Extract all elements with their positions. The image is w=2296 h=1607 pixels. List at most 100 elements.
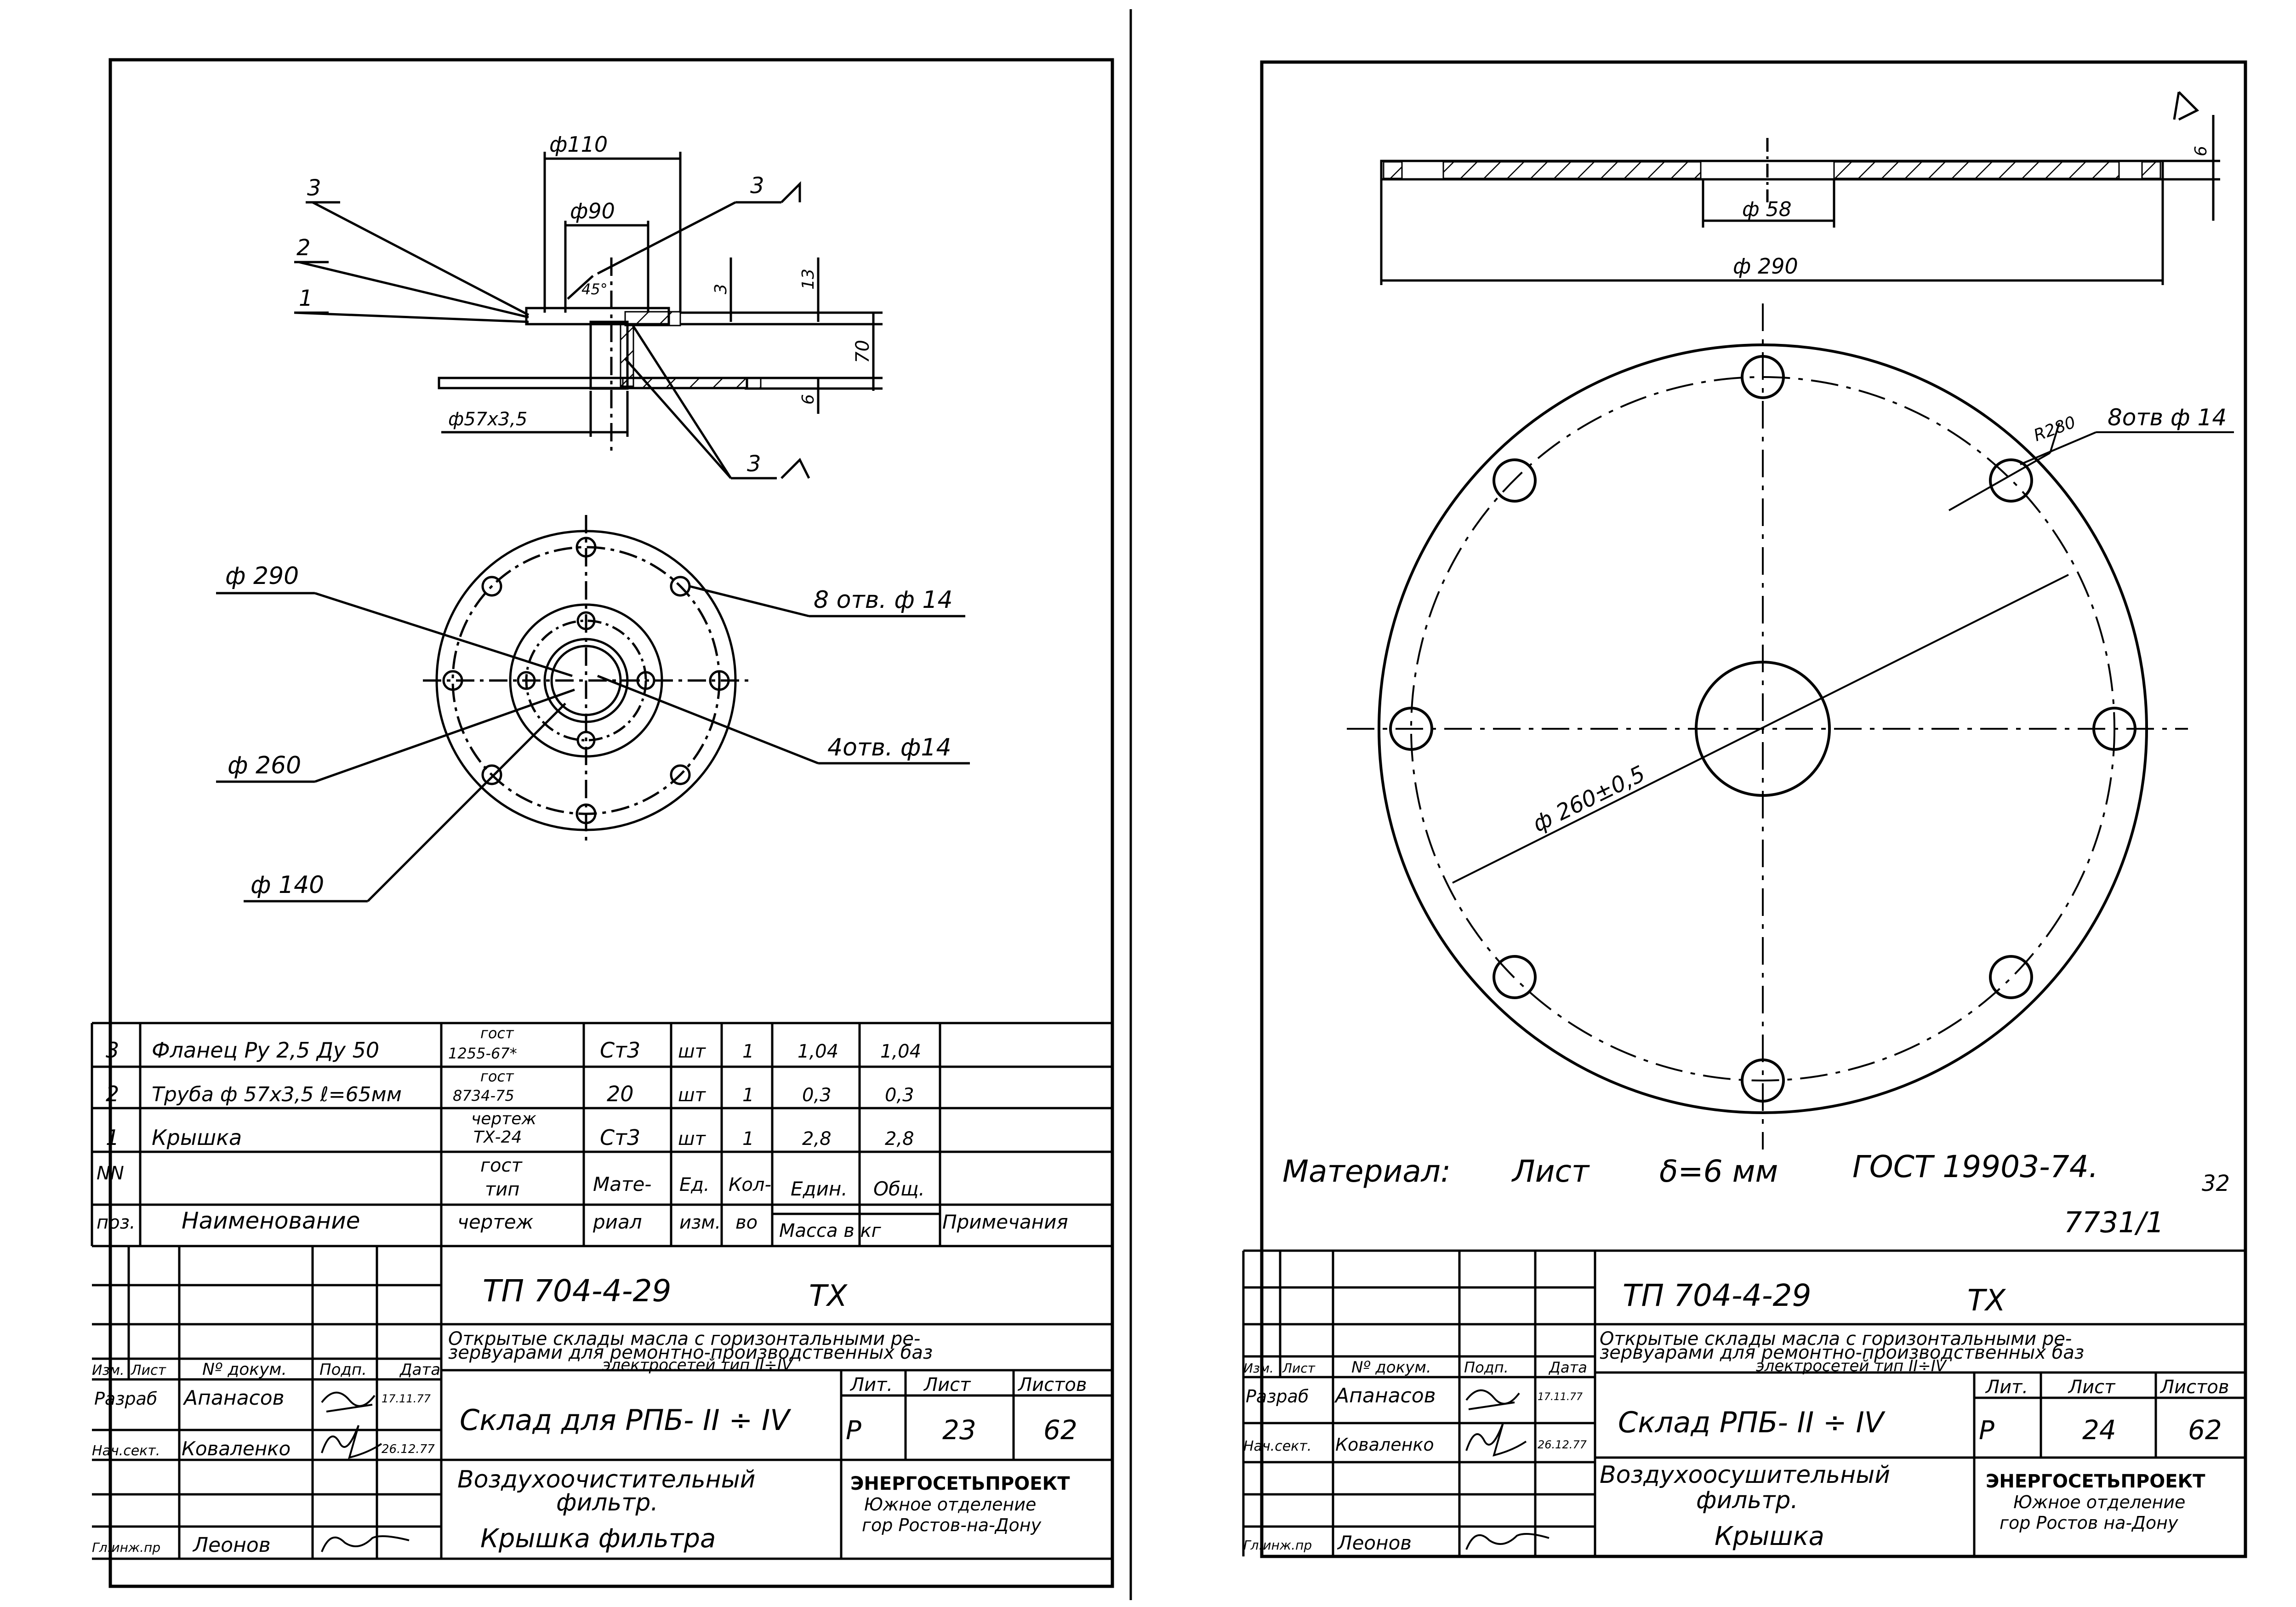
right-sheet-frame [1260,60,2247,1558]
right-org-2: Южное отделение [2013,1492,2185,1512]
spec-r3-m1: 2,8 [802,1128,832,1149]
left-drawing-2: фильтр. [556,1489,658,1516]
left-org-3: гор Ростов-на-Дону [862,1515,1042,1535]
left-hdr-doc: Nº докум. [202,1360,287,1379]
signature-apanasov-right [1465,1389,1520,1410]
right-project-3: электросетей тип II÷IV [1756,1357,1948,1375]
left-org-2: Южное отделение [864,1494,1036,1515]
spec-r1-name: Фланец Ру 2,5 Ду 50 [152,1038,379,1063]
right-sheet-num: 24 [2082,1414,2116,1446]
spec-r1-unit: шт [678,1041,706,1062]
right-sheets-num: 62 [2188,1414,2222,1446]
left-r3-role: Гл.инж.пр [92,1540,160,1555]
right-project-2: зервуарами для ремонтно-производственных… [1600,1342,2084,1363]
dim-d110: ф110 [549,132,608,157]
spec-r2-m1: 0,3 [802,1085,832,1106]
page-mark: 32 [2202,1171,2230,1196]
right-project-1: Открытые склады масла с горизонтальными … [1600,1328,2072,1350]
right-lit-label: Лит. [1985,1377,2028,1398]
dim-6: 6 [799,394,818,405]
spec-table [91,1022,1112,1247]
right-hdr-sign: Подп. [1464,1359,1509,1376]
spec-r2-name: Труба ф 57х3,5 ℓ=65мм [152,1083,402,1106]
right-hdr-izm: Изм. [1243,1361,1274,1376]
right-org-3: гор Ростов на-Дону [2000,1513,2178,1533]
left-drawing-3: Крышка фильтра [480,1524,716,1554]
signature-apanasov [321,1391,376,1413]
right-object: Склад РПБ- II ÷ IV [1618,1406,1886,1439]
dim-d90: ф90 [570,199,615,223]
spec-head-unit2: изм. [679,1212,721,1233]
weld-top-label: 3 [750,173,764,199]
plan-d260: ф 260 [228,752,301,779]
right-d58: ф 58 [1742,198,1792,221]
spec-r3-doc1: чертеж [471,1109,536,1128]
left-r2-date: 26.12.77 [382,1442,435,1456]
right-d290-section: ф 290 [1733,254,1798,279]
left-r1-role: Разраб [94,1389,157,1409]
left-object: Склад для РПБ- II ÷ IV [460,1403,792,1437]
dim-70: 70 [852,340,873,363]
spec-r3-unit: шт [678,1128,706,1149]
spec-r1-pos: 3 [106,1038,119,1063]
spec-head-mat2: риал [593,1211,642,1233]
left-project-3: электросетей тип II÷IV [602,1356,794,1374]
left-code: ТП 704-4-29 [483,1273,672,1309]
spec-r1-m1: 1,04 [798,1041,838,1062]
right-r2-role: Нач.сект. [1243,1438,1311,1454]
right-code-suffix: ТХ [1967,1284,2006,1318]
left-hdr-izm: Изм. [92,1362,125,1378]
left-sheet-label: Лист [923,1374,971,1395]
left-r3-name: Леонов [192,1533,271,1557]
leader-1: 1 [299,286,313,311]
spec-r3-pos: 1 [106,1125,119,1150]
inventory-number: 7731/1 [2064,1206,2164,1239]
material-label: Материал: [1282,1154,1451,1189]
pipe-hatch [620,323,634,387]
right-title-block [1242,1249,2245,1556]
left-drawing-1: Воздухоочистительный [457,1466,755,1493]
right-code: ТП 704-4-29 [1623,1278,1812,1313]
right-r1-role: Разраб [1246,1386,1309,1407]
spec-head-mass: Масса в кг [779,1220,882,1241]
spec-r1-doc2: 1255-67* [448,1045,517,1062]
right-thickness: 6 [2192,146,2211,156]
signature-leonov-right [1465,1533,1550,1550]
material-delta: δ=6 мм [1659,1154,1778,1189]
spec-head-doc3: чертеж [457,1211,534,1233]
left-r1-date: 17.11.77 [382,1392,431,1405]
plan-d290: ф 290 [225,562,299,590]
dim-d57: ф57х3,5 [448,409,527,430]
spec-r3-qty: 1 [742,1128,754,1149]
spec-head-pos2: поз. [97,1212,136,1233]
plan-holes8: 8 отв. ф 14 [814,586,953,614]
spec-r3-m2: 2,8 [885,1128,914,1149]
signature-kovalenko-right [1465,1423,1527,1457]
spec-head-unit1: Ед. [679,1174,710,1195]
plan-d140: ф 140 [251,871,324,899]
spec-r1-doc1: гост [480,1024,514,1042]
left-hdr-date: Дата [399,1361,440,1379]
spec-r2-doc2: 8734-75 [453,1087,514,1104]
right-sheet: ф 58 ф 290 6 R280 8отв ф 14 ф 260±0,5 Ма… [1242,60,2247,1558]
left-lit: Р [846,1416,861,1446]
right-sheet-label: Лист [2068,1377,2116,1398]
signature-kovalenko [321,1425,382,1459]
spec-r3-doc2: ТХ-24 [473,1128,522,1147]
right-r1-date: 17.11.77 [1538,1391,1583,1403]
material-sheet: Лист [1511,1154,1590,1189]
left-hdr-list: Лист [131,1362,167,1378]
right-holes8: 8отв ф 14 [2108,404,2227,431]
left-sheet: ф110 ф90 ф57х3,5 45° 3 3 3 2 1 3 13 70 6 [91,58,1114,1588]
right-hdr-date: Дата [1548,1359,1587,1376]
right-r3-role: Гл.инж.пр [1243,1538,1312,1553]
spec-r1-m2: 1,04 [880,1041,921,1062]
spec-r1-mat: Ст3 [600,1038,640,1063]
spec-r2-qty: 1 [742,1085,754,1106]
right-org-1: ЭНЕРГОСЕТЬПРОЕКТ [1986,1471,2205,1492]
spec-head-name: Наименование [182,1207,360,1234]
spec-head-m2: Общ. [873,1178,925,1200]
left-hdr-sign: Подп. [319,1361,367,1379]
left-project-2: зервуарами для ремонтно-производственных… [448,1342,933,1363]
